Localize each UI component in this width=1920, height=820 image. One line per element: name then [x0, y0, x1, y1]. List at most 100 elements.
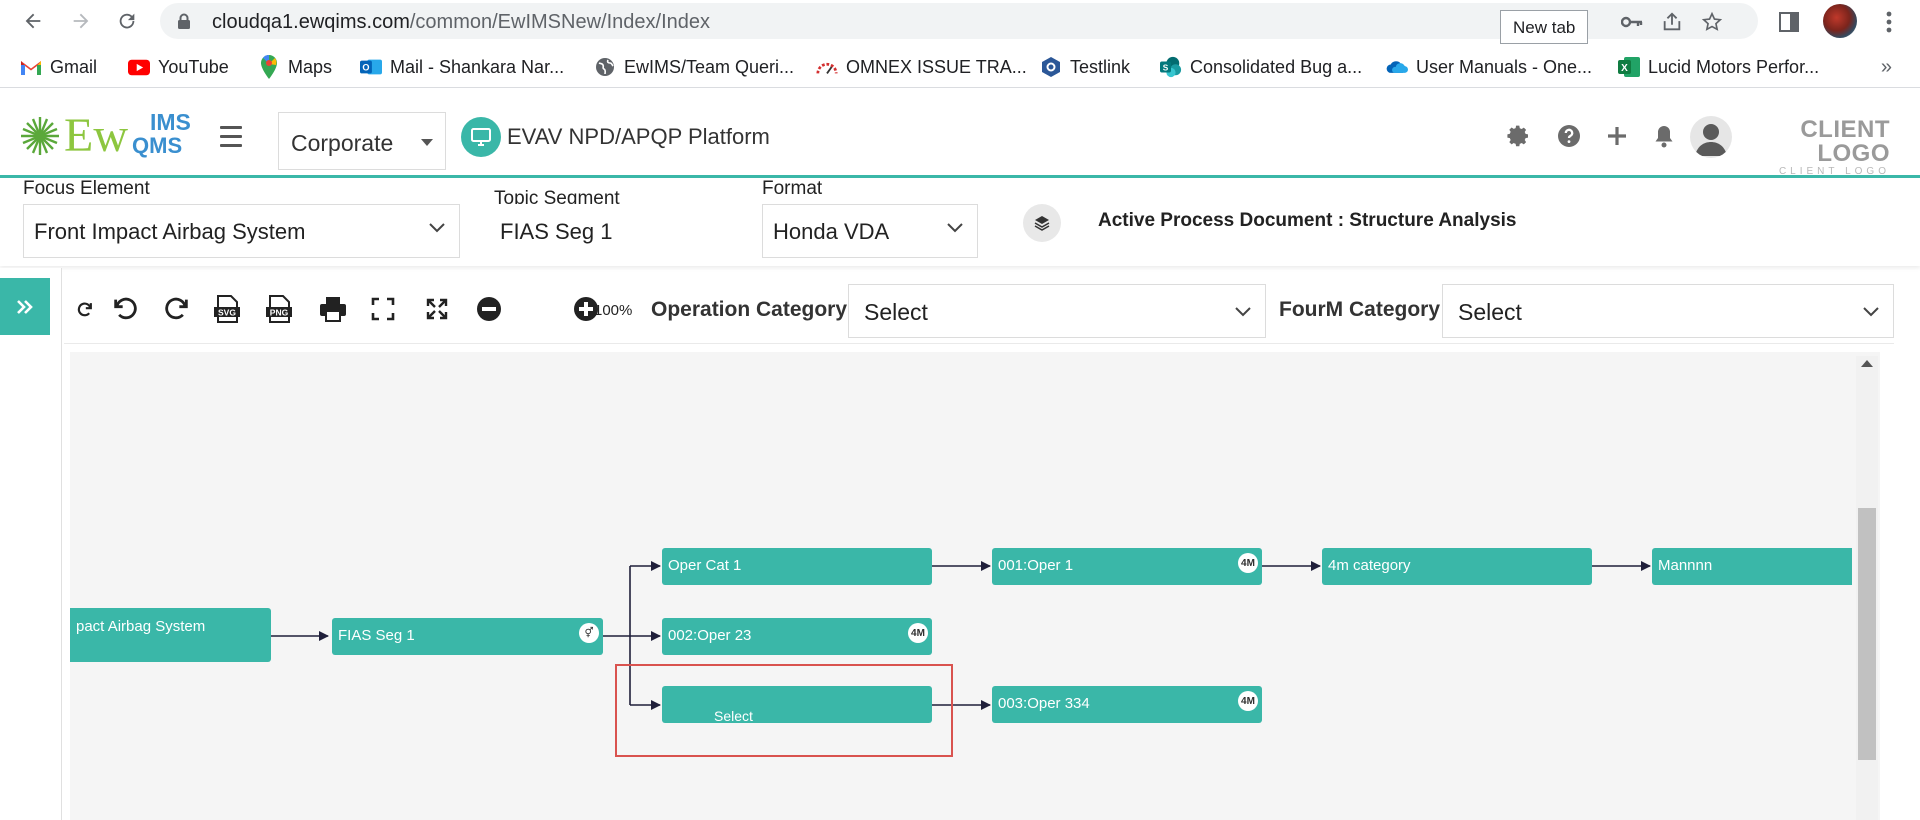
arrow-left-icon — [25, 13, 41, 29]
filter-bar: Focus Element Front Impact Airbag System… — [0, 178, 1920, 266]
new-tab-tooltip: New tab — [1500, 10, 1588, 44]
redo-button[interactable] — [160, 292, 194, 326]
operation-category-label: Operation Category — [651, 298, 848, 321]
undo-button[interactable] — [108, 292, 142, 326]
bookmark-user-manuals[interactable]: User Manuals - One... — [1386, 56, 1592, 78]
canvas-scrollbar[interactable] — [1856, 356, 1878, 820]
diagram-connectors — [271, 561, 1651, 710]
bookmark-lucid-motors[interactable]: X Lucid Motors Perfor... — [1618, 56, 1819, 78]
operation-category-select[interactable]: Select — [848, 284, 1266, 338]
bookmark-omnex[interactable]: OMNEX ISSUE TRA... — [816, 56, 1027, 78]
diagram-toolbar: SVG PNG 100% Operation Category Select F… — [64, 278, 1894, 344]
back-button[interactable] — [18, 6, 48, 36]
browser-menu-button[interactable] — [1874, 7, 1904, 37]
notifications-button[interactable] — [1650, 122, 1678, 150]
lock-icon — [177, 13, 191, 30]
topic-segment-label: Topic Segment — [494, 188, 620, 209]
node-topic-segment[interactable]: FIAS Seg 1 ⚥ — [332, 618, 603, 655]
export-png-button[interactable]: PNG — [262, 292, 296, 326]
node-oper-003[interactable]: 003:Oper 334 4M — [992, 686, 1262, 723]
bookmark-ewims-team[interactable]: EwIMS/Team Queri... — [594, 56, 794, 78]
fit-screen-button[interactable] — [366, 292, 400, 326]
bookmark-gmail[interactable]: Gmail — [20, 56, 97, 78]
bookmark-consolidated-bug[interactable]: S Consolidated Bug a... — [1160, 56, 1362, 78]
topic-segment-value: FIAS Seg 1 — [489, 204, 709, 258]
undo-icon — [114, 297, 137, 320]
scrollbar-thumb[interactable] — [1858, 508, 1876, 760]
node-oper-001[interactable]: 001:Oper 1 4M — [992, 548, 1262, 585]
fullscreen-button[interactable] — [420, 292, 454, 326]
highlight-selection-box — [615, 664, 953, 757]
address-bar[interactable]: cloudqa1.ewqims.com/common/EwIMSNew/Inde… — [160, 3, 1758, 39]
profile-avatar[interactable] — [1823, 4, 1857, 38]
bookmark-youtube[interactable]: YouTube — [128, 56, 229, 78]
double-chevron-right-icon — [17, 299, 33, 314]
star-icon[interactable] — [1700, 10, 1724, 34]
bell-icon — [1655, 126, 1673, 148]
side-panel-button[interactable] — [1774, 7, 1804, 37]
expand-corners-icon — [371, 297, 395, 321]
share-icon[interactable] — [1660, 10, 1684, 34]
node-focus-element[interactable]: pact Airbag System — [70, 608, 271, 662]
svg-file-icon: SVG — [214, 295, 240, 323]
node-oper-cat-1[interactable]: Oper Cat 1 — [662, 548, 932, 585]
key-icon[interactable] — [1620, 10, 1644, 34]
scroll-up-arrow-icon[interactable] — [1861, 360, 1873, 367]
user-avatar[interactable] — [1690, 116, 1732, 158]
zoom-out-button[interactable] — [472, 292, 506, 326]
svg-text:S: S — [1163, 64, 1169, 73]
left-rail — [0, 268, 62, 820]
url-text: cloudqa1.ewqims.com/common/EwIMSNew/Inde… — [212, 11, 710, 33]
zoom-in-button[interactable] — [569, 292, 603, 326]
help-button[interactable] — [1555, 122, 1583, 150]
question-circle-icon — [1558, 125, 1580, 147]
caret-down-icon — [421, 139, 433, 146]
node-4m-category[interactable]: 4m category — [1322, 548, 1592, 585]
structure-diagram-canvas[interactable]: pact Airbag System FIAS Seg 1 ⚥ Oper Cat… — [70, 352, 1880, 820]
maps-icon — [258, 55, 280, 79]
fourm-category-select[interactable]: Select — [1442, 284, 1894, 338]
reload-button[interactable] — [112, 6, 142, 36]
plus-icon — [1608, 127, 1626, 145]
focus-element-label: Focus Element — [23, 178, 150, 199]
globe-icon — [594, 56, 616, 78]
app-header: Ew IMS QMS Corporate EVAV NPD/APQP Platf… — [0, 90, 1920, 178]
bookmarks-overflow-button[interactable]: » — [1880, 56, 1892, 78]
bookmark-testlink[interactable]: Testlink — [1040, 56, 1130, 78]
arrow-right-icon — [73, 13, 89, 29]
organization-select[interactable]: Corporate — [278, 112, 446, 170]
node-mannnn[interactable]: Mannnn — [1652, 548, 1852, 585]
4m-badge: 4M — [908, 623, 928, 643]
onedrive-icon — [1386, 56, 1408, 78]
sunburst-icon — [21, 117, 59, 155]
gender-icon: ⚥ — [579, 623, 599, 643]
testlink-icon — [1040, 56, 1062, 78]
settings-button[interactable] — [1505, 122, 1533, 150]
refresh-button[interactable] — [68, 292, 102, 326]
layers-button[interactable] — [1023, 204, 1061, 242]
zoom-level: 100% — [594, 302, 633, 319]
format-select[interactable]: Honda VDA — [762, 204, 978, 258]
bookmark-maps[interactable]: Maps — [258, 55, 332, 79]
chevron-down-icon — [1235, 307, 1251, 317]
plus-circle-icon — [574, 297, 598, 321]
svg-text:X: X — [1621, 63, 1628, 74]
gear-icon — [1507, 125, 1528, 147]
platform-title: EVAV NPD/APQP Platform — [507, 124, 770, 149]
node-select-category[interactable]: Select — [662, 686, 932, 724]
add-button[interactable] — [1603, 122, 1631, 150]
export-svg-button[interactable]: SVG — [210, 292, 244, 326]
bookmark-mail[interactable]: O Mail - Shankara Nar... — [360, 56, 564, 78]
svg-text:PNG: PNG — [270, 308, 289, 318]
focus-element-select[interactable]: Front Impact Airbag System — [23, 204, 460, 258]
forward-button[interactable] — [66, 6, 96, 36]
node-oper-002[interactable]: 002:Oper 23 4M — [662, 618, 932, 655]
menu-hamburger-button[interactable] — [220, 126, 242, 153]
more-vertical-icon — [1886, 11, 1892, 33]
print-button[interactable] — [316, 292, 350, 326]
4m-badge: 4M — [1238, 691, 1258, 711]
reload-icon — [119, 13, 135, 29]
arrows-expand-icon — [426, 298, 448, 320]
refresh-icon — [77, 302, 92, 317]
expand-panel-button[interactable] — [0, 278, 50, 335]
